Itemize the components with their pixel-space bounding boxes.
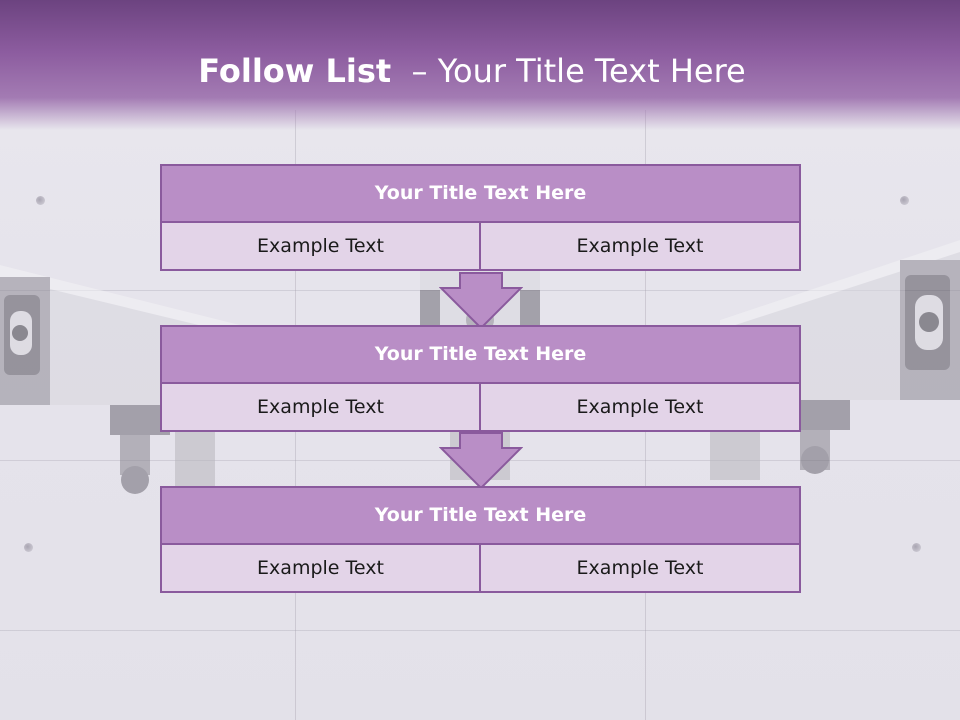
slide-title-bold: Follow List	[198, 52, 392, 90]
block-cell-right: Example Text	[481, 223, 801, 271]
block-title: Your Title Text Here	[160, 325, 801, 384]
slide-title-rest: Your Title Text Here	[437, 52, 746, 90]
block-row: Example Text Example Text	[160, 384, 801, 432]
block-title: Your Title Text Here	[160, 486, 801, 545]
slide-title: Follow List – Your Title Text Here	[0, 52, 944, 90]
list-block-2: Your Title Text Here Example Text Exampl…	[160, 325, 801, 432]
slide-title-dash: –	[411, 52, 428, 90]
block-cell-right: Example Text	[481, 545, 801, 593]
header-band	[0, 0, 960, 130]
list-block-3: Your Title Text Here Example Text Exampl…	[160, 486, 801, 593]
down-arrow-icon	[439, 432, 523, 490]
block-cell-right: Example Text	[481, 384, 801, 432]
down-arrow-icon	[439, 272, 523, 330]
block-cell-left: Example Text	[160, 223, 481, 271]
block-title: Your Title Text Here	[160, 164, 801, 223]
list-block-1: Your Title Text Here Example Text Exampl…	[160, 164, 801, 271]
block-row: Example Text Example Text	[160, 545, 801, 593]
block-cell-left: Example Text	[160, 545, 481, 593]
block-row: Example Text Example Text	[160, 223, 801, 271]
block-cell-left: Example Text	[160, 384, 481, 432]
